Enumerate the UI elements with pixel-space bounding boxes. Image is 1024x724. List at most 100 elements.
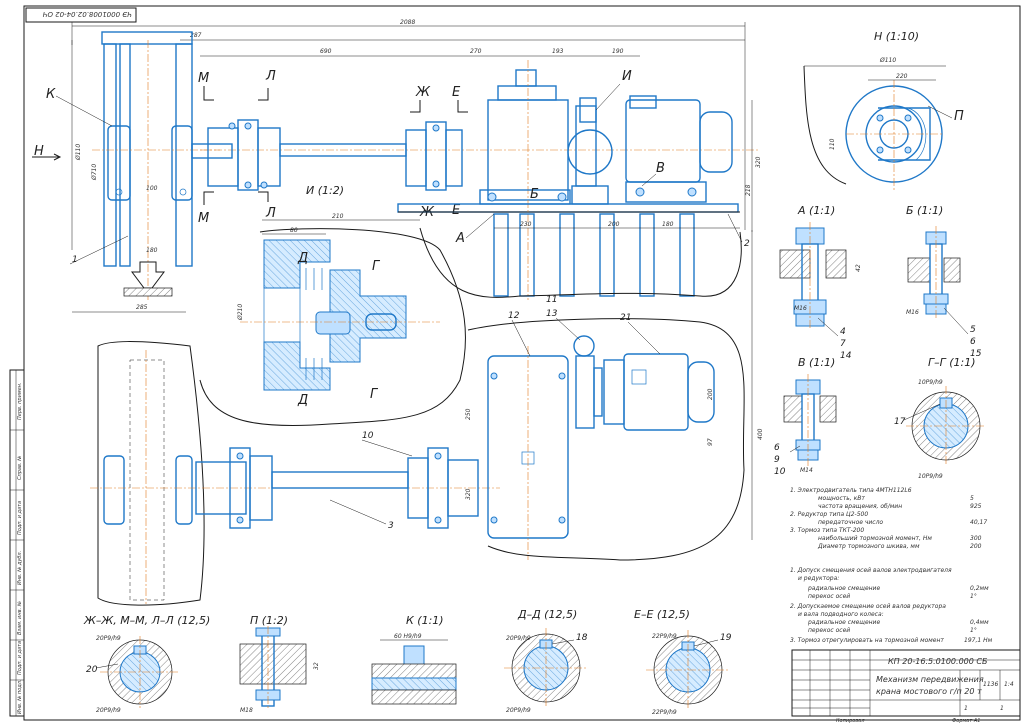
dim-p-32: 32 [313,662,320,670]
pos-9: 9 [774,455,780,465]
section-dd: Д–Д (12,5) 20Р9/h9 20Р9/h9 18 [504,608,588,714]
pos-10b: 10 [362,431,374,441]
side-strip-7: Инв. № подл. [17,680,23,715]
label-i: И [622,69,632,84]
section-p: П (1:2) М18 32 [239,614,320,714]
dim-zh-20p9: 20Р9/h9 [96,635,121,642]
pos-13: 13 [546,309,558,319]
spec-val-2: 925 [970,503,982,510]
spec-8: Диаметр тормозного шкива, мм [817,543,920,550]
view-i-section: И (1:2) 210 80 Д Д Г Г Ø210 [199,184,466,427]
section-zhml-title: Ж–Ж, М–М, Л–Л (12,5) [83,614,210,627]
dim-320: 320 [755,156,762,168]
specifications: 1. Электродвигатель типа 4МТН112L6 мощно… [790,487,987,550]
spec-5: передаточное число [818,519,883,526]
spec-6: 3. Тормоз типа ТКТ-200 [790,527,864,534]
section-k: К (1:1) 60 Н9/h9 [371,614,457,705]
note-9: 3. Тормоз отрегулировать на тормозной мо… [790,637,944,644]
label-d-top: Д [297,251,308,266]
pos-6-b: 6 [970,337,976,347]
dim-zh-20p9b: 20Р9/h9 [96,707,121,714]
label-k: К [46,87,56,102]
spec-2: мощность, кВт [818,495,865,502]
section-m-top: М [198,71,209,86]
note-2: и редуктора: [798,575,839,582]
dim-287: 287 [190,32,202,39]
section-dd-title: Д–Д (12,5) [517,608,577,621]
title-designation: КП 20-16.5.0100.000 СБ [888,657,988,666]
dim-210: 210 [332,213,344,220]
dim-a-42: 42 [855,264,862,272]
dim-phi710: Ø710 [91,164,98,181]
section-m-bot: М [198,211,209,226]
note-8: перекос осей [808,627,850,634]
label-g-bot: Г [370,387,379,402]
dim-a-m16: М16 [794,305,807,312]
dim-400: 400 [757,428,764,440]
dim-97: 97 [707,438,714,446]
pos-14: 14 [840,351,852,361]
title-block: КП 20-16.5.0100.000 СБ Механизм передвиж… [791,649,1021,724]
note-val-2: 1° [970,593,977,600]
pos-10: 10 [774,467,786,477]
note-7: радиальное смещение [807,619,880,626]
view-a: А (1:1) 42 4 7 14 М16 [779,204,862,361]
dim-gg-10p9: 10Р9/h9 [918,379,943,386]
dim-phi210: Ø210 [237,304,244,321]
dim-100: 100 [146,185,158,192]
dim-v-m14: М14 [800,467,813,474]
title-copied: Копировал [836,718,865,724]
dim-h-220: 220 [896,73,908,80]
pos-3: 3 [388,521,394,531]
note-1: 1. Допуск смещения осей валов электродви… [790,567,952,574]
main-view: 2088 287 690 270 193 190 285 Ø710 100 18… [32,19,762,313]
label-v: В [656,161,665,176]
section-p-title: П (1:2) [250,614,288,627]
title-sheet: 1 [964,705,968,712]
section-e-bot: Е [452,203,461,218]
section-k-title: К (1:1) [406,614,444,627]
drawing-frame: ЧЭ 0001008.02.04-02 ОЧ Перв. примен. Спр… [9,5,1021,721]
pos-11: 11 [546,295,557,305]
view-v: В (1:1) М14 6 9 10 [774,356,837,477]
view-b-title: Б (1:1) [906,204,943,217]
label-a: А [455,231,465,246]
label-g-top: Г [372,259,381,274]
note-5: 2. Допускаемое смещение осей валов редук… [790,603,946,610]
note-3: радиальное смещение [807,585,880,592]
title-name-2: крана мостового г/п 20 т [876,687,982,696]
spec-4: 2. Редуктор типа Ц2-500 [790,511,868,518]
view-b: Б (1:1) М16 5 6 15 [906,204,982,359]
pos-4: 4 [840,327,846,337]
pos-18: 18 [576,633,588,643]
pos-1: 1 [72,255,78,265]
spec-7: наибольший тормозной момент, Нм [818,535,932,542]
side-strip-4: Инв. № дубл. [17,551,23,585]
note-val-5: 197,1 Нм [964,637,993,644]
pos-12: 12 [508,311,520,321]
corner-code: ЧЭ 0001008.02.04-02 ОЧ [42,10,132,18]
spec-val-3: 40,17 [970,519,987,526]
spec-val-1: 5 [970,495,974,502]
dim-dd-20p9b: 20Р9/h9 [506,707,531,714]
dim-250: 250 [465,408,472,420]
dim-190: 190 [612,48,624,55]
pos-7: 7 [840,339,846,349]
dim-193: 193 [552,48,564,55]
note-val-4: 1° [970,627,977,634]
view-gg-title: Г–Г (1:1) [928,356,976,369]
dim-230: 230 [520,221,532,228]
side-strip-3: Подп. и дата [17,501,23,535]
title-format: Формат А1 [952,718,980,724]
dim-180b: 180 [662,221,674,228]
dim-dd-20p9: 20Р9/h9 [506,635,531,642]
note-4: перекос осей [808,593,850,600]
section-ee: Е–Е (12,5) 22Р9/h9 22Р9/h9 19 [634,608,732,716]
view-h-title: Н (1:10) [874,30,919,43]
spec-1: 1. Электродвигатель типа 4МТН112L6 [790,487,912,494]
view-h: Н (1:10) Ø110 220 110 П [803,30,964,190]
label-p: П [954,109,964,124]
pos-19: 19 [720,633,732,643]
title-name-1: Механизм передвижения [876,675,984,684]
